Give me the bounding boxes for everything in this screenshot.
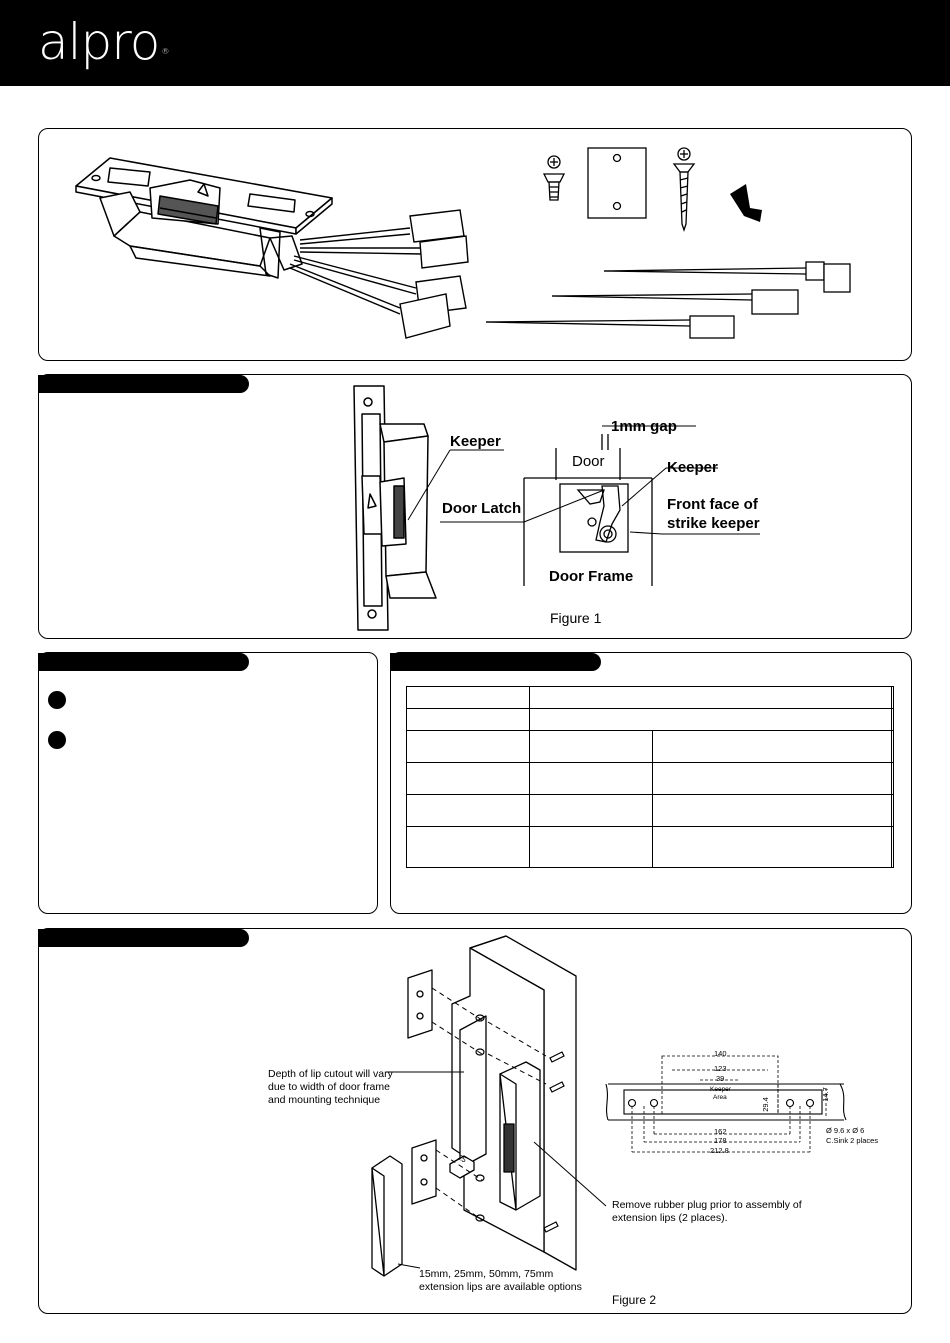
step-2-bullet bbox=[48, 731, 66, 749]
front-face-label-1: Front face of bbox=[667, 496, 758, 513]
dim-140: 140 bbox=[714, 1049, 727, 1058]
accessory-screws-plate bbox=[542, 147, 762, 233]
door-frame-label: Door Frame bbox=[549, 568, 634, 585]
table-row bbox=[406, 730, 894, 763]
dim-14-7: 14.7 bbox=[820, 1087, 830, 1102]
parts-panel bbox=[38, 128, 912, 361]
instructions-panel bbox=[38, 652, 378, 914]
gap-label: 1mm gap bbox=[611, 418, 677, 435]
table-row bbox=[406, 794, 894, 827]
figure1-panel bbox=[38, 374, 912, 639]
connector-leads-illustration bbox=[485, 261, 851, 339]
figure2-leaders bbox=[386, 1071, 607, 1269]
figure1-leaders bbox=[407, 425, 760, 535]
page-header: alpro® bbox=[0, 0, 950, 86]
lip-cutout-note-1: Depth of lip cutout will vary bbox=[268, 1068, 393, 1080]
alpro-logo: alpro® bbox=[38, 13, 169, 71]
table-row bbox=[406, 826, 894, 868]
strike-assembly-illustration bbox=[75, 157, 469, 339]
keeper-area-label-1: Keeper bbox=[710, 1086, 731, 1093]
door-latch-label: Door Latch bbox=[442, 500, 522, 517]
dim-29-4: 29.4 bbox=[760, 1097, 770, 1112]
dim-39: 39 bbox=[716, 1074, 725, 1083]
figure1-caption: Figure 1 bbox=[550, 610, 602, 626]
table-row bbox=[406, 686, 894, 709]
door-label: Door bbox=[572, 453, 605, 470]
keeper-label-section: Keeper bbox=[667, 459, 718, 476]
section-header-bar bbox=[38, 653, 249, 671]
dim-162: 162 bbox=[714, 1127, 727, 1136]
rubber-plug-note-1: Remove rubber plug prior to assembly of bbox=[612, 1199, 802, 1211]
figure2-caption: Figure 2 bbox=[612, 1293, 657, 1307]
table-row bbox=[406, 708, 894, 731]
keeper-section-view bbox=[523, 434, 653, 586]
section-header-bar bbox=[38, 929, 249, 947]
hole-spec-1: Ø 9.6 x Ø 6 bbox=[826, 1126, 865, 1135]
dim-178: 178 bbox=[714, 1136, 727, 1145]
section-header-bar bbox=[38, 375, 249, 393]
section-header-bar bbox=[390, 653, 601, 671]
specifications-table bbox=[406, 686, 894, 868]
front-face-label-2: strike keeper bbox=[667, 515, 760, 532]
dim-212-8: 212.8 bbox=[710, 1146, 729, 1155]
keeper-label-front: Keeper bbox=[450, 433, 501, 450]
cutout-dimension-drawing bbox=[605, 1055, 847, 1153]
strike-front-view bbox=[353, 385, 437, 631]
step-1-bullet bbox=[48, 691, 66, 709]
rubber-plug-note-2: extension lips (2 places). bbox=[612, 1212, 728, 1224]
dim-123: 123 bbox=[714, 1064, 727, 1073]
lip-cutout-note-2: due to width of door frame bbox=[268, 1081, 390, 1093]
table-row bbox=[406, 762, 894, 795]
hole-spec-2: C.Sink 2 places bbox=[826, 1136, 879, 1145]
installation-exploded-view bbox=[371, 935, 577, 1277]
extension-lips-note-2: extension lips are available options bbox=[419, 1281, 582, 1293]
keeper-area-label-2: Area bbox=[713, 1094, 727, 1101]
extension-lips-note-1: 15mm, 25mm, 50mm, 75mm bbox=[419, 1268, 554, 1280]
lip-cutout-note-3: and mounting technique bbox=[268, 1094, 381, 1106]
